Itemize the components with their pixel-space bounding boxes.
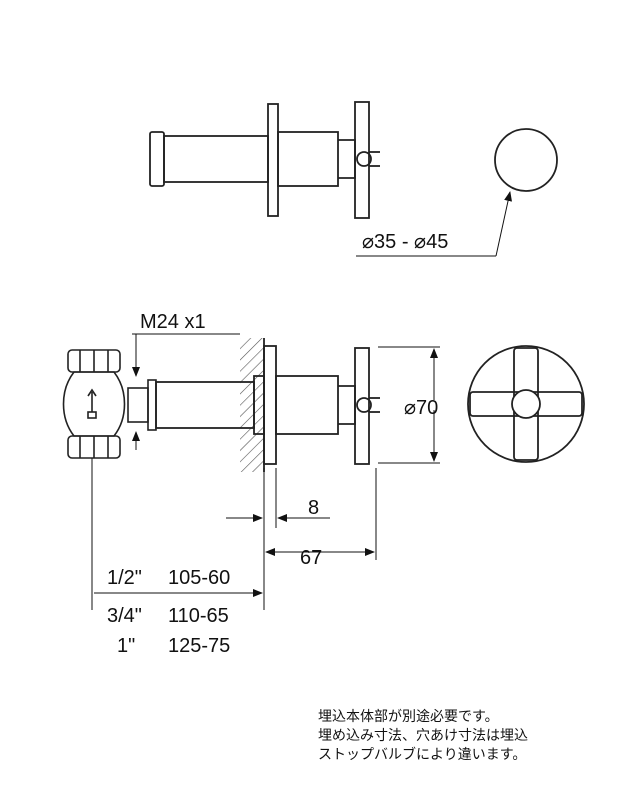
front-view <box>467 345 585 463</box>
installation-note: 埋込本体部が別途必要です。 埋め込み寸法、穴あけ寸法は埋込 ストップバルブにより… <box>318 708 636 765</box>
middle-side-view <box>155 345 380 465</box>
size-3: 1" <box>117 635 135 657</box>
range-1: 105-60 <box>168 567 230 589</box>
handle-depth-label: 67 <box>300 547 322 569</box>
size-2: 3/4" <box>107 605 142 627</box>
top-side-view <box>149 101 380 219</box>
rosette-diameter-label: ⌀35 - ⌀45 <box>362 231 448 253</box>
dimension-lines <box>91 333 440 610</box>
note-line-1: 埋込本体部が別途必要です。 <box>318 709 499 725</box>
thread-label: M24 x1 <box>140 311 206 333</box>
note-line-2: 埋め込み寸法、穴あけ寸法は埋込 <box>318 728 528 744</box>
size-1: 1/2" <box>107 567 142 589</box>
note-line-3: ストップバルブにより違います。 <box>318 747 527 763</box>
wall-section <box>240 338 265 472</box>
range-2: 110-65 <box>168 605 229 627</box>
range-3: 125-75 <box>168 635 230 657</box>
plate-depth-label: 8 <box>308 497 319 519</box>
size-table: 1/2" 105-60 3/4" 110-65 1" 125-75 <box>107 567 230 657</box>
rosette-circle <box>356 128 558 257</box>
plate-diameter-label-visible: ⌀70 <box>404 397 438 419</box>
valve-body <box>62 349 157 459</box>
